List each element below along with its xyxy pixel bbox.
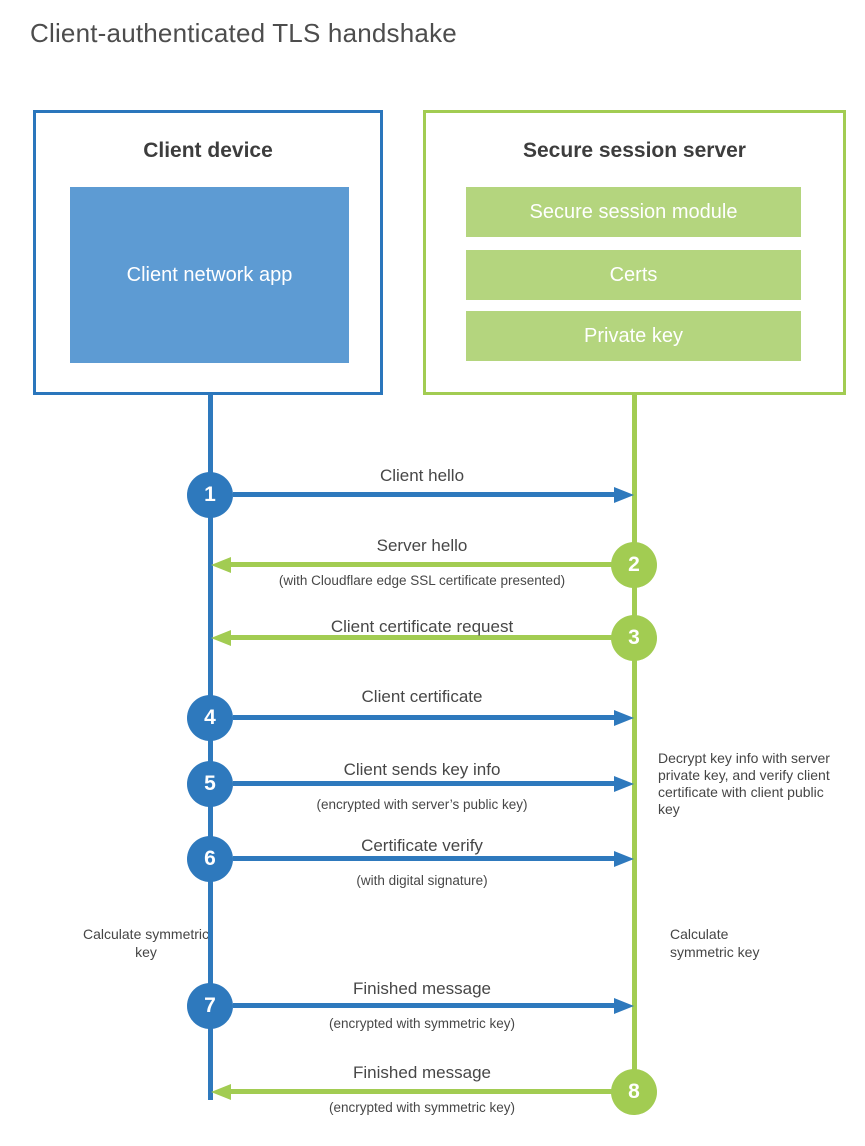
- step-2-circle: 2: [611, 542, 657, 588]
- server-calculate-symmetric-key-note: Calculate symmetric key: [670, 926, 760, 960]
- client-lifeline: [208, 394, 213, 1100]
- step-8-label: Finished message: [353, 1063, 491, 1082]
- page-title: Client-authenticated TLS handshake: [30, 18, 457, 48]
- step-5-arrow: [233, 781, 614, 786]
- step-4-label: Client certificate: [361, 687, 483, 706]
- step-7-circle: 7: [187, 983, 233, 1029]
- server-lifeline: [632, 394, 637, 1092]
- step-1-arrowhead-icon: [614, 487, 634, 503]
- step-2-arrow: [231, 562, 613, 567]
- secure-session-server-title: Secure session server: [523, 139, 746, 162]
- step-4-arrow: [233, 715, 614, 720]
- step-3-circle: 3: [611, 615, 657, 661]
- step-6-label: Certificate verify: [361, 836, 483, 855]
- step-1-circle: 1: [187, 472, 233, 518]
- step-7-label: Finished message: [353, 979, 491, 998]
- step-6-circle: 6: [187, 836, 233, 882]
- step-1-label: Client hello: [379, 466, 465, 485]
- step-7-arrow: [233, 1003, 614, 1008]
- client-device-box: Client device Client network app: [33, 110, 383, 395]
- step-6-sublabel: (with digital signature): [356, 873, 488, 888]
- step-8-circle: 8: [611, 1069, 657, 1115]
- client-network-app-box: Client network app: [70, 187, 349, 363]
- step-7-arrowhead-icon: [614, 998, 634, 1014]
- step-5-circle: 5: [187, 761, 233, 807]
- step-5-sublabel: (encrypted with server’s public key): [316, 797, 528, 812]
- step-4-arrowhead-icon: [614, 710, 634, 726]
- step-7-sublabel: (encrypted with symmetric key): [328, 1016, 516, 1031]
- server-module-certs: Certs: [466, 250, 801, 300]
- step-2-sublabel: (with Cloudflare edge SSL certificate pr…: [278, 573, 566, 588]
- step-2-arrowhead-icon: [211, 557, 231, 573]
- step-6-arrow: [233, 856, 614, 861]
- step-8-arrow: [231, 1089, 613, 1094]
- server-module-secure-session: Secure session module: [466, 187, 801, 237]
- secure-session-server-box: Secure session server Secure session mod…: [423, 110, 846, 395]
- step-1-arrow: [233, 492, 614, 497]
- step-6-arrowhead-icon: [614, 851, 634, 867]
- server-decrypt-note: Decrypt key info with server private key…: [658, 750, 830, 817]
- step-5-label: Client sends key info: [343, 760, 501, 779]
- client-device-title: Client device: [143, 139, 273, 162]
- step-5-arrowhead-icon: [614, 776, 634, 792]
- step-4-circle: 4: [187, 695, 233, 741]
- client-network-app-label: Client network app: [126, 264, 293, 286]
- step-3-label: Client certificate request: [330, 617, 514, 636]
- step-8-sublabel: (encrypted with symmetric key): [328, 1100, 516, 1115]
- step-3-arrow: [231, 635, 613, 640]
- step-2-label: Server hello: [376, 536, 468, 555]
- client-calculate-symmetric-key-note: Calculate symmetric key: [82, 926, 210, 960]
- server-module-private-key: Private key: [466, 311, 801, 361]
- step-8-arrowhead-icon: [211, 1084, 231, 1100]
- step-3-arrowhead-icon: [211, 630, 231, 646]
